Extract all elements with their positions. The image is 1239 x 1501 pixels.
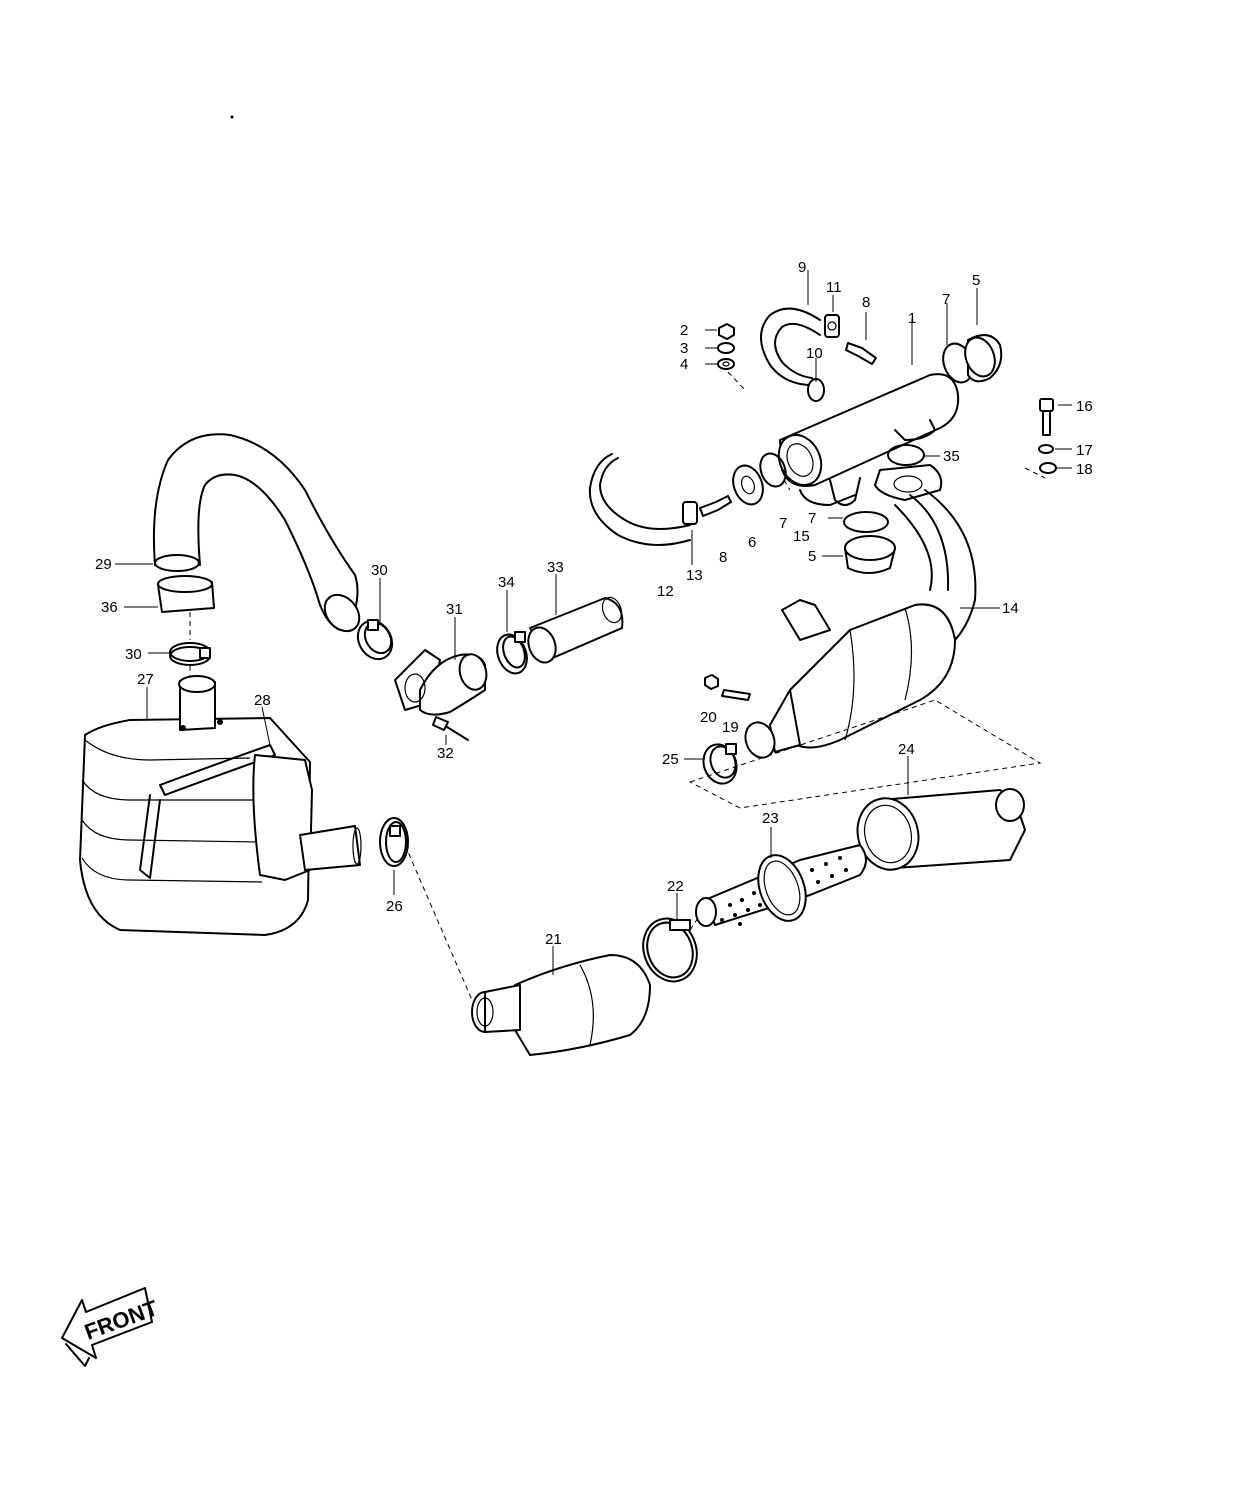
part-5-cap-upper — [964, 334, 1003, 383]
part-29-bend-pipe — [152, 433, 361, 633]
callout-22: 22 — [667, 878, 684, 895]
part-36-sleeve — [157, 575, 215, 613]
callout-2: 2 — [680, 322, 688, 339]
part-2-nut — [718, 323, 735, 340]
callout-36: 36 — [101, 599, 118, 616]
part-18-washer — [1039, 462, 1057, 474]
callout-4: 4 — [680, 356, 688, 373]
part-17-washer — [1038, 444, 1054, 454]
part-28-strap — [139, 744, 362, 881]
part-31-elbow — [394, 649, 488, 716]
callout-12: 12 — [657, 583, 674, 600]
callout-15: 15 — [793, 528, 810, 545]
callout-30-middle: 30 — [371, 562, 388, 579]
callout-35: 35 — [943, 448, 960, 465]
callout-14: 14 — [1002, 600, 1019, 617]
callout-13: 13 — [686, 567, 703, 584]
part-4-washer — [717, 358, 735, 370]
callout-5-lower: 5 — [808, 548, 816, 565]
callout-32: 32 — [437, 745, 454, 762]
part-15-flange — [874, 464, 943, 501]
perforation-dots — [720, 856, 848, 926]
front-arrow: FRONT — [61, 1287, 161, 1367]
part-24-silencer — [856, 788, 1026, 871]
part-23-baffle-tube — [695, 844, 867, 927]
callout-23: 23 — [762, 810, 779, 827]
callout-30-left: 30 — [125, 646, 142, 663]
part-14-header-silencer — [744, 489, 977, 759]
callout-31: 31 — [446, 601, 463, 618]
callout-18: 18 — [1076, 461, 1093, 478]
part-30-clamp-left — [169, 642, 211, 666]
callout-9: 9 — [798, 259, 806, 276]
part-19-bolt — [721, 689, 751, 701]
callout-20: 20 — [700, 709, 717, 726]
part-32-sensor — [432, 716, 469, 741]
dashed-guide-lines — [189, 371, 1046, 1001]
part-35-gasket — [887, 444, 925, 466]
part-21-tailpipe — [471, 954, 651, 1056]
callout-26: 26 — [386, 898, 403, 915]
callout-6: 6 — [748, 534, 756, 551]
callout-25: 25 — [662, 751, 679, 768]
leader-lines — [115, 270, 1072, 975]
part-7-oring-lower — [843, 511, 889, 533]
part-30-clamp-middle — [356, 619, 394, 661]
callout-11: 11 — [826, 279, 842, 296]
callout-34: 34 — [498, 574, 515, 591]
part-26-clamp — [379, 817, 409, 867]
callout-17: 17 — [1076, 442, 1093, 459]
part-1-main-pipe — [777, 373, 960, 506]
part-9-hose — [760, 307, 821, 386]
part-8-nipple-lower — [699, 495, 732, 517]
callout-10: 10 — [806, 345, 823, 362]
callout-27: 27 — [137, 671, 154, 688]
callout-16: 16 — [1076, 398, 1093, 415]
part-3-washer — [717, 342, 735, 354]
part-34-clamp — [496, 631, 528, 675]
part-20-nut — [704, 674, 719, 690]
callout-5-upper: 5 — [972, 272, 980, 289]
part-22-clamp — [642, 917, 698, 983]
part-10-fitting — [807, 378, 825, 402]
part-12-hose — [588, 453, 691, 546]
callout-33: 33 — [547, 559, 564, 576]
stray-mark — [230, 115, 234, 119]
part-16-bolt — [1039, 398, 1054, 436]
callout-8-lower: 8 — [719, 549, 727, 566]
callout-19: 19 — [722, 719, 739, 736]
callout-29: 29 — [95, 556, 112, 573]
callout-3: 3 — [680, 340, 688, 357]
part-25-clamp — [702, 743, 738, 785]
callout-24: 24 — [898, 741, 915, 758]
part-13-clamp — [682, 501, 698, 525]
callout-21: 21 — [545, 931, 562, 948]
part-11-clamp — [824, 314, 840, 338]
part-5-cap-lower — [844, 535, 896, 574]
callout-7-lower: 7 — [808, 510, 816, 527]
callout-28: 28 — [254, 692, 271, 709]
part-27-muffler-box — [79, 675, 311, 936]
callout-8-upper: 8 — [862, 294, 870, 311]
callout-7-middle: 7 — [779, 515, 787, 532]
callout-labels: 1 2 3 4 5 5 6 7 7 7 8 8 9 10 11 12 13 14… — [95, 259, 1093, 948]
callout-7-upper: 7 — [942, 291, 950, 308]
callout-1: 1 — [908, 310, 916, 327]
part-8-nipple-upper — [845, 342, 877, 365]
part-6-cap — [732, 452, 787, 506]
part-33-tube — [527, 596, 624, 664]
assembly-outline — [688, 699, 1042, 809]
